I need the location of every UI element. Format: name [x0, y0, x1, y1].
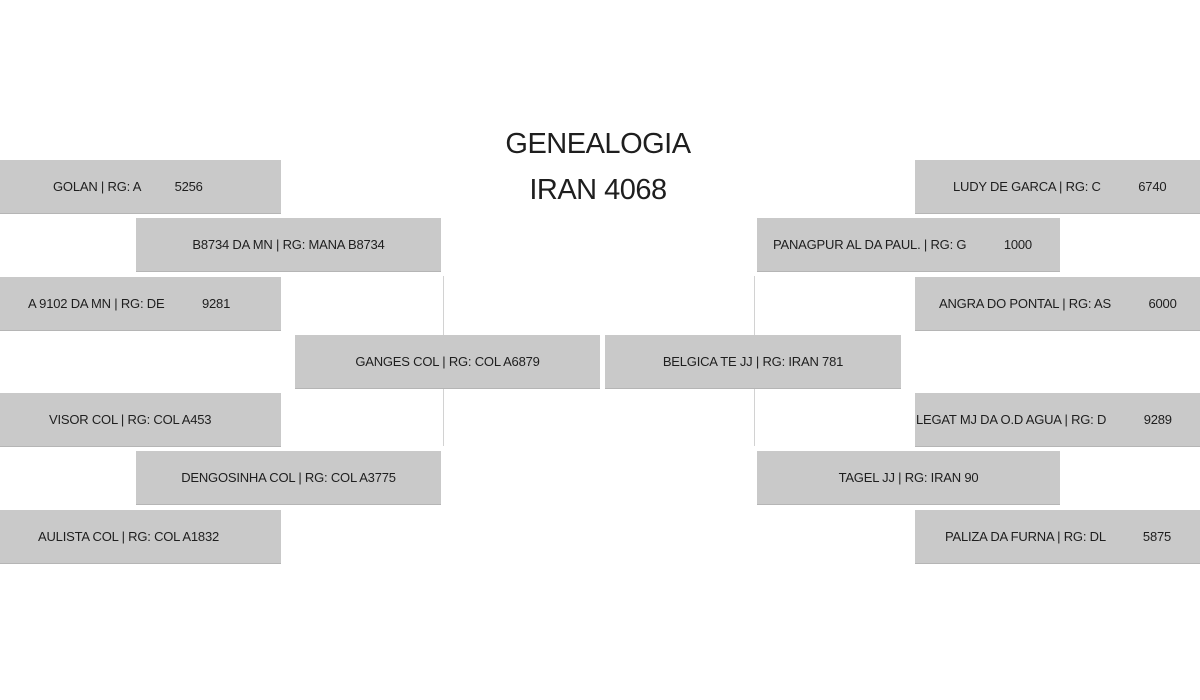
pedigree-box-sire: GANGES COL | RG: COL A6879 [295, 335, 600, 389]
pedigree-label: ANGRA DO PONTAL | RG: AS 6000 [939, 296, 1177, 311]
pedigree-box-dam: BELGICA TE JJ | RG: IRAN 781 [605, 335, 901, 389]
pedigree-label: DENGOSINHA COL | RG: COL A3775 [181, 470, 396, 485]
pedigree-box-maternal-grandsire: PANAGPUR AL DA PAUL. | RG: G 1000 [757, 218, 1060, 272]
pedigree-box-maternal-grandsire-dam: ANGRA DO PONTAL | RG: AS 6000 [915, 277, 1200, 331]
pedigree-box-paternal-granddam: DENGOSINHA COL | RG: COL A3775 [136, 451, 441, 505]
pedigree-box-paternal-granddam-sire: VISOR COL | RG: COL A453 [0, 393, 281, 447]
pedigree-label: LUDY DE GARCA | RG: C 6740 [953, 179, 1167, 194]
pedigree-box-maternal-granddam-dam: PALIZA DA FURNA | RG: DL 5875 [915, 510, 1200, 564]
pedigree-box-paternal-grandsire: B8734 DA MN | RG: MANA B8734 [136, 218, 441, 272]
page-title: GENEALOGIA [505, 128, 691, 160]
pedigree-box-maternal-granddam-sire: LEGAT MJ DA O.D AGUA | RG: D 9289 [915, 393, 1200, 447]
pedigree-box-paternal-grandsire-sire: GOLAN | RG: A 5256 [0, 160, 281, 214]
pedigree-label: GANGES COL | RG: COL A6879 [355, 354, 540, 369]
pedigree-label: GOLAN | RG: A 5256 [53, 179, 203, 194]
pedigree-label: AULISTA COL | RG: COL A1832 [38, 529, 220, 544]
pedigree-label: BELGICA TE JJ | RG: IRAN 781 [662, 354, 844, 369]
pedigree-label: PANAGPUR AL DA PAUL. | RG: G 1000 [773, 237, 1032, 252]
pedigree-box-paternal-granddam-dam: AULISTA COL | RG: COL A1832 [0, 510, 281, 564]
pedigree-label: B8734 DA MN | RG: MANA B8734 [192, 237, 385, 252]
pedigree-label: A 9102 DA MN | RG: DE 9281 [28, 296, 231, 311]
animal-name: IRAN 4068 [529, 174, 667, 206]
pedigree-label: VISOR COL | RG: COL A453 [49, 412, 212, 427]
pedigree-box-maternal-granddam: TAGEL JJ | RG: IRAN 90 [757, 451, 1060, 505]
pedigree-label: LEGAT MJ DA O.D AGUA | RG: D 9289 [916, 412, 1172, 427]
pedigree-box-paternal-grandsire-dam: A 9102 DA MN | RG: DE 9281 [0, 277, 281, 331]
pedigree-box-maternal-grandsire-sire: LUDY DE GARCA | RG: C 6740 [915, 160, 1200, 214]
pedigree-label: TAGEL JJ | RG: IRAN 90 [838, 470, 979, 485]
pedigree-label: PALIZA DA FURNA | RG: DL 5875 [945, 529, 1172, 544]
